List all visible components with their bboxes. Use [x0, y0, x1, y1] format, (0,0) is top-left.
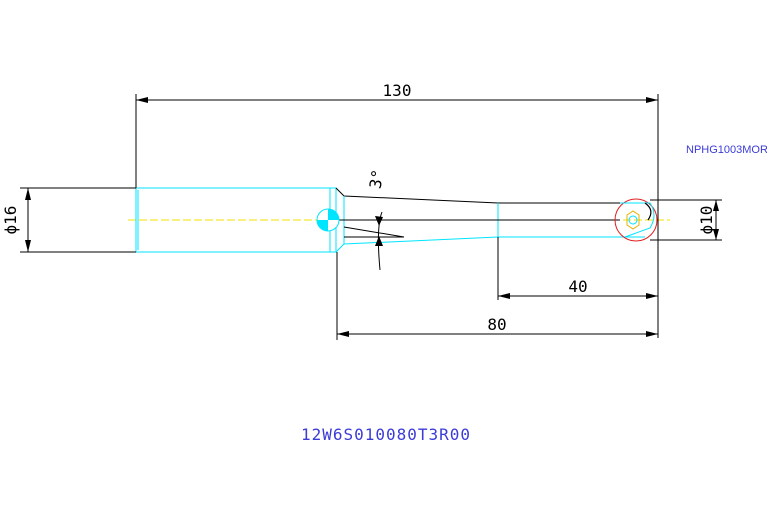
dim-overall-length: 130: [383, 81, 412, 100]
neck-outline: [335, 187, 645, 253]
dim-shank-diameter: ϕ16: [1, 206, 20, 235]
tool-drawing: 130 40 80 ϕ16 ϕ10 3° NPHG1003MOR 12W6S01…: [1, 81, 767, 444]
insert-code: NPHG1003MOR: [686, 144, 767, 156]
dim-head-diameter: ϕ10: [697, 206, 716, 235]
dim-head-length: 40: [568, 277, 587, 296]
insert-tip: [614, 198, 658, 242]
part-number: 12W6S010080T3R00: [301, 425, 471, 444]
extension-lines: [20, 94, 722, 340]
center-mark-icon: [316, 208, 340, 232]
dimension-lines: [25, 97, 719, 337]
dim-taper-length: 80: [487, 315, 506, 334]
dim-taper-angle: 3°: [366, 168, 388, 190]
